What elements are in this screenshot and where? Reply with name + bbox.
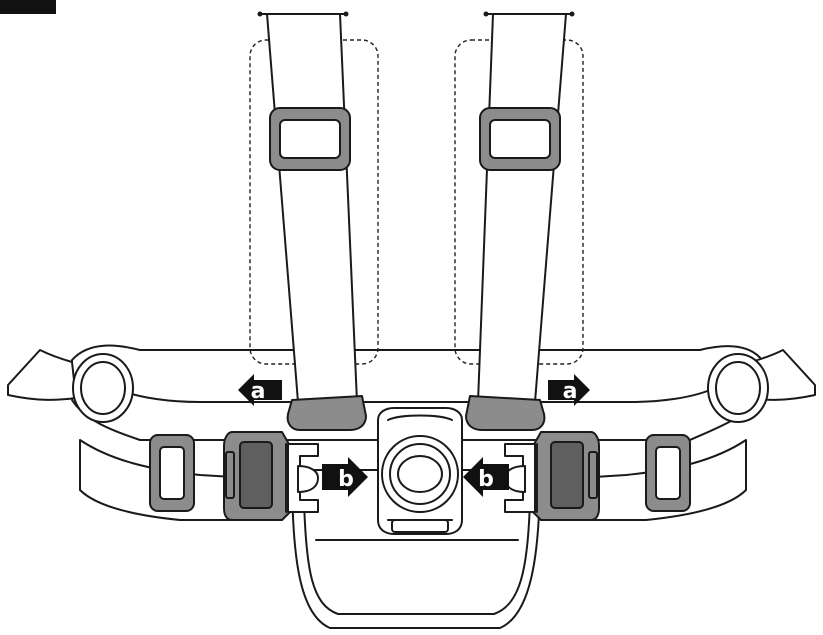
callout-label-b-right: b [478, 467, 494, 492]
callout-arrow-b-left: b [322, 457, 368, 497]
left-strap-end-loop [286, 395, 367, 431]
left-shoulder-strap [257, 11, 358, 403]
right-waist-adjuster [645, 434, 691, 512]
right-shoulder-strap [477, 11, 575, 403]
waist-belt [7, 344, 816, 521]
callout-arrow-a-right: a [548, 374, 590, 406]
callout-arrow-b-right: b [463, 457, 509, 497]
callout-label-a-left: a [251, 379, 266, 404]
right-strap-end-loop [465, 395, 546, 431]
right-shoulder-slide [479, 107, 561, 171]
left-buckle-tongue [223, 431, 319, 521]
callout-arrow-a-left: a [238, 374, 282, 406]
crotch-pad [291, 469, 541, 629]
left-shoulder-slide [269, 107, 351, 171]
release-button [397, 455, 443, 493]
right-buckle-tongue [504, 431, 600, 521]
central-buckle [377, 407, 463, 535]
callout-label-b-left: b [338, 467, 354, 492]
corner-bar [0, 0, 56, 14]
callout-label-a-right: a [563, 379, 578, 404]
left-waist-adjuster [149, 434, 195, 512]
